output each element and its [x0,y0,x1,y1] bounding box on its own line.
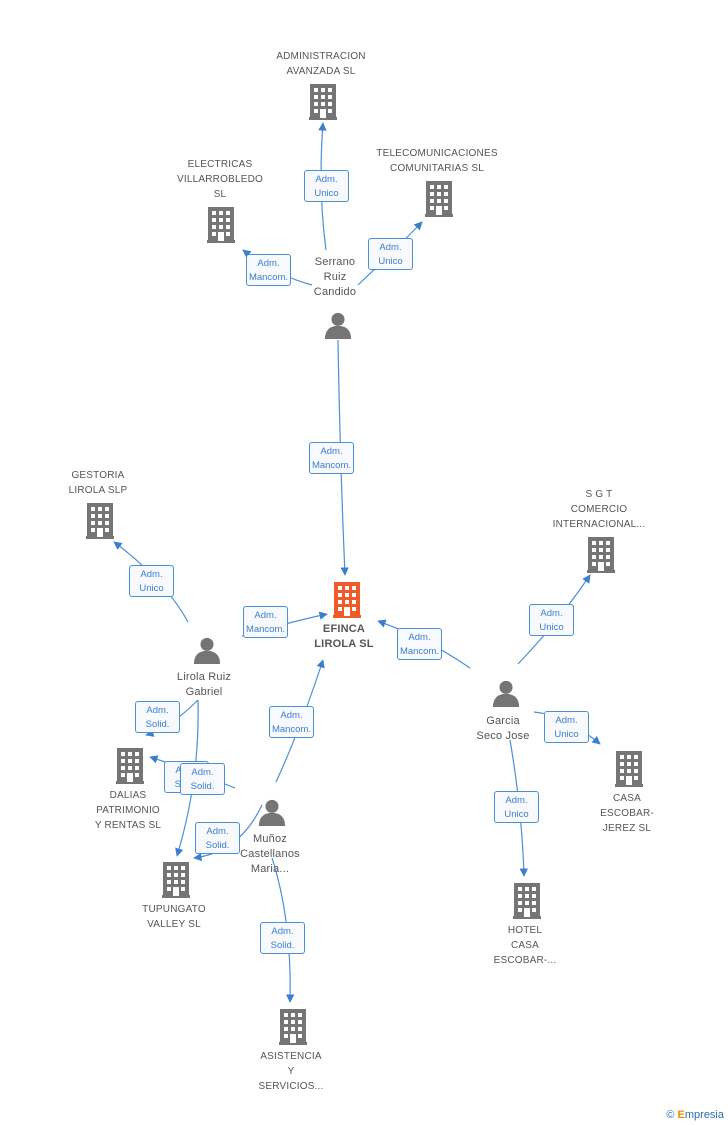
person-icon-serrano[interactable] [324,311,352,339]
building-icon-hotel[interactable] [512,883,542,919]
role-badge-munoz-to-dalias[interactable]: Adm. Solid. [180,763,225,795]
node-label-asistencia[interactable]: ASISTENCIA Y SERVICIOS... [258,1051,324,1092]
role-kind: Unico [378,256,403,267]
building-icon-telecomunicaciones[interactable] [424,181,454,217]
role-badge-serrano-to-telecomunicaciones[interactable]: Adm. Unico [368,238,413,270]
building-icon-efinca[interactable] [332,582,362,618]
role-badge-munoz-to-efinca[interactable]: Adm. Mancom. [269,706,314,738]
role-kind: Mancom. [248,272,289,283]
building-icon-electricas[interactable] [206,207,236,243]
person-icon-lirola[interactable] [193,636,221,664]
role-badge-lirola-to-dalias[interactable]: Adm. Solid. [135,701,180,733]
role-badge-serrano-to-administracion[interactable]: Adm. Unico [304,170,349,202]
role-badge-lirola-to-gestoria[interactable]: Adm. Unico [129,565,174,597]
role-type: Adm. [408,632,431,643]
watermark: © Empresia [666,1109,724,1121]
role-kind: Unico [314,188,339,199]
role-kind: Solid. [145,719,170,730]
role-type: Adm. [257,258,280,269]
building-icon-administracion[interactable] [308,84,338,120]
node-label-dalias[interactable]: DALIAS PATRIMONIO Y RENTAS SL [94,790,162,831]
role-type: Adm. [206,826,229,837]
node-label-sgt[interactable]: S G T COMERCIO INTERNACIONAL... [552,489,646,530]
building-icon-sgt[interactable] [586,537,616,573]
person-icon-garcia[interactable] [492,679,520,707]
building-icon-casa[interactable] [614,751,644,787]
node-label-munoz[interactable]: Muñoz Castellanos Maria... [240,833,300,875]
node-label-lirola[interactable]: Lirola Ruiz Gabriel [176,671,232,698]
role-kind: Unico [554,729,579,740]
role-type: Adm. [379,242,402,253]
role-badge-munoz-to-asistencia[interactable]: Adm. Solid. [260,922,305,954]
node-label-telecomunicaciones[interactable]: TELECOMUNICACIONES COMUNITARIAS SL [376,148,498,174]
node-label-garcia[interactable]: Garcia Seco Jose [476,715,530,742]
copyright-symbol: © [666,1109,675,1121]
brand-name: mpresia [684,1109,724,1121]
building-icon-tupungato[interactable] [161,862,191,898]
role-badge-serrano-to-electricas[interactable]: Adm. Mancom. [246,254,291,286]
role-badge-garcia-to-casa[interactable]: Adm. Unico [544,711,589,743]
node-label-hotel[interactable]: HOTEL CASA ESCOBAR-... [493,925,557,966]
role-kind: Solid. [205,840,230,851]
role-kind: Solid. [270,940,295,951]
role-type: Adm. [254,610,277,621]
role-type: Adm. [505,795,528,806]
building-icon-asistencia[interactable] [278,1009,308,1045]
role-kind: Unico [504,809,529,820]
node-label-gestoria[interactable]: GESTORIA LIROLA SLP [68,470,128,496]
role-kind: Mancom. [245,624,286,635]
role-type: Adm. [320,446,343,457]
building-icon-dalias[interactable] [115,748,145,784]
role-badge-lirola-to-efinca[interactable]: Adm. Mancom. [243,606,288,638]
role-kind: Unico [539,622,564,633]
node-label-tupungato[interactable]: TUPUNGATO VALLEY SL [142,904,206,930]
node-label-serrano[interactable]: Serrano Ruiz Candido [313,256,357,298]
role-type: Adm. [540,608,563,619]
role-badge-garcia-to-hotel[interactable]: Adm. Unico [494,791,539,823]
role-kind: Solid. [190,781,215,792]
node-label-casa[interactable]: CASA ESCOBAR- JEREZ SL [600,793,654,834]
building-icon-gestoria[interactable] [85,503,115,539]
role-kind: Mancom. [311,460,352,471]
role-kind: Unico [139,583,164,594]
role-type: Adm. [191,767,214,778]
node-label-electricas[interactable]: ELECTRICAS VILLARROBLEDO SL [177,159,263,200]
node-label-efinca[interactable]: EFINCA LIROLA SL [314,623,374,650]
role-badge-serrano-to-efinca[interactable]: Adm. Mancom. [309,442,354,474]
role-type: Adm. [315,174,338,185]
role-kind: Mancom. [271,724,312,735]
role-kind: Mancom. [399,646,440,657]
role-type: Adm. [280,710,303,721]
role-type: Adm. [555,715,578,726]
role-badge-garcia-to-sgt[interactable]: Adm. Unico [529,604,574,636]
role-badge-munoz-to-tupungato[interactable]: Adm. Solid. [195,822,240,854]
role-type: Adm. [146,705,169,716]
role-type: Adm. [140,569,163,580]
brand-logo: E [677,1109,685,1121]
node-label-administracion[interactable]: ADMINISTRACION AVANZADA SL [276,51,366,77]
role-badge-garcia-to-efinca[interactable]: Adm. Mancom. [397,628,442,660]
role-type: Adm. [271,926,294,937]
person-icon-munoz[interactable] [258,798,286,826]
